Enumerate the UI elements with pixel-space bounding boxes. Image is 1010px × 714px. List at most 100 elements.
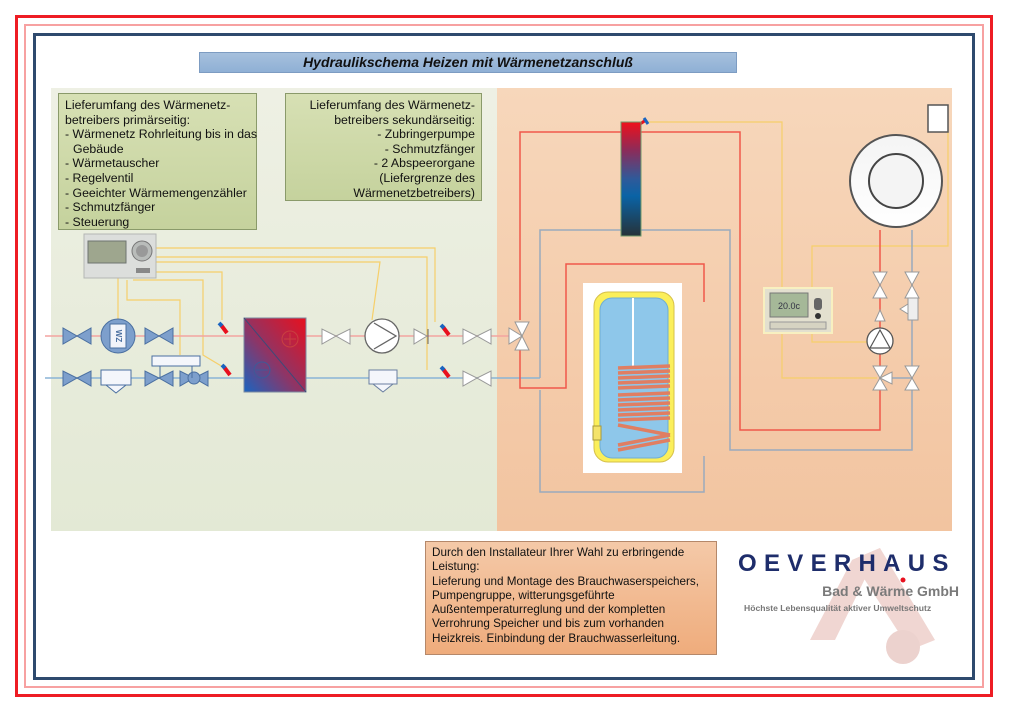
wire [133, 279, 229, 371]
logo-name: OEVERHAUS [738, 550, 956, 577]
secondary-scope-line: (Liefergrenze des [379, 170, 475, 185]
mixing-valve-icon [872, 365, 888, 379]
outer-red-frame [15, 15, 993, 697]
installer-scope-line: Außentemperaturreglung und der komplette… [432, 603, 666, 617]
outdoor-sensor-icon [927, 104, 949, 133]
district-heating-controller [83, 233, 157, 279]
primary-scope-line: Gebäude [73, 141, 124, 156]
secondary-scope-box: Lieferumfang des Wärmenetz- betreibers s… [285, 93, 482, 201]
dirt-trap-primary-icon [100, 369, 132, 386]
watermark-dot [886, 630, 920, 664]
primary-scope-box: Lieferumfang des Wärmenetz- betreibers p… [58, 93, 257, 230]
pump-group [866, 271, 920, 391]
shutoff-valve-icon [157, 327, 174, 345]
return-loop [539, 229, 913, 451]
minus-icon [253, 361, 271, 379]
primary-scope-line: - Wärmetauscher [65, 156, 160, 171]
buffer-tank-icon [620, 121, 642, 237]
shutoff-valve-icon [462, 328, 479, 345]
temperature-sensor-icon [222, 365, 232, 377]
valve-ball-icon [187, 371, 201, 385]
installer-scope-line: Verrohrung Speicher und bis zum vorhande… [432, 617, 664, 631]
controller-display [87, 240, 127, 264]
wire [155, 261, 381, 321]
weather-compensated-controller: 20.0c [763, 287, 833, 334]
shutoff-valve-icon [475, 370, 492, 387]
installer-scope-line: Heizkreis. Einbindung der Brauchwasserle… [432, 631, 681, 645]
primary-scope-line: - Geeichter Wärmemengenzähler [65, 185, 247, 200]
shutoff-valve-icon [144, 327, 161, 345]
shutoff-valve-icon [462, 370, 479, 387]
boiler-inner-ring [868, 153, 924, 209]
primary-scope-line: betreibers primärseitig: [65, 112, 191, 127]
shutoff-valve-icon [62, 327, 79, 345]
actuator-icon [151, 355, 201, 367]
temperature-sensor-icon [219, 323, 229, 335]
installer-scope-line: Lieferung und Montage des Brauchwaserspe… [432, 574, 700, 588]
temperature-sensor-icon [441, 367, 451, 379]
wire [155, 256, 428, 370]
wire [126, 280, 181, 355]
boiler-coil-supply [519, 263, 705, 389]
secondary-components [321, 318, 530, 387]
company-logo: OEVERHAUS Bad & Wärme GmbH Höchste Leben… [738, 550, 963, 613]
shutoff-valve-icon [75, 327, 92, 345]
heating-coil-icon [617, 364, 671, 452]
control-valve-icon [179, 370, 196, 387]
temperature-sensor-icon [441, 325, 451, 337]
watermark-stroke-left [810, 548, 880, 640]
boiler-return [539, 390, 705, 493]
primary-scope-line: - Regelventil [65, 170, 134, 185]
primary-components [62, 318, 209, 387]
wire [648, 121, 783, 288]
flange-icon [592, 425, 602, 441]
shutoff-valve-icon [75, 370, 92, 387]
dirt-trap-cone [104, 384, 128, 394]
secondary-scope-line: - Schmutzfänger [384, 141, 475, 156]
shutoff-valve-icon [62, 370, 79, 387]
adjust-buttons-icon [814, 298, 822, 310]
shutoff-valve-icon [334, 328, 351, 345]
control-knob-icon [815, 313, 821, 319]
control-valve-icon [192, 370, 209, 387]
feed-pump-icon [364, 318, 400, 354]
plus-icon [281, 330, 299, 348]
secondary-scope-line: - 2 Abspeerorgane [373, 156, 475, 171]
control-valve-icon [157, 370, 174, 387]
three-way-valve-icon [508, 327, 523, 345]
wire [781, 333, 877, 379]
installer-scope-line: Leistung: [432, 560, 480, 574]
circulation-pump-icon [866, 327, 894, 355]
controller-display [769, 292, 809, 318]
wire [811, 333, 868, 343]
heat-meter-plate [109, 323, 127, 349]
primary-scope-line: - Schmutzfänger [65, 200, 156, 215]
temperature-sensors [217, 117, 650, 379]
control-valve-icon [144, 370, 161, 387]
installer-scope-line: Pumpengruppe, witterungsgeführte [432, 588, 615, 602]
shutoff-valve-icon [904, 271, 920, 287]
dirt-trap-icon [907, 297, 919, 321]
secondary-scope-line: Wärmenetzbetreibers) [353, 185, 475, 200]
shutoff-valve-icon [872, 271, 888, 287]
primary-scope-line: - Steuerung [65, 214, 130, 229]
check-valve-icon [874, 308, 886, 322]
logo-tagline: Höchste Lebensqualität aktiver Umweltsch… [744, 603, 932, 613]
shutoff-valve-icon [321, 328, 338, 345]
heating-circuit-pipes [519, 131, 913, 493]
check-valve-icon [413, 328, 429, 345]
logo-subtitle: Bad & Wärme GmbH [822, 583, 959, 599]
dirt-trap-secondary-icon [368, 369, 398, 385]
page-title: Hydraulikschema Heizen mit Wärmenetzansc… [199, 52, 737, 73]
primary-scope-line: Lieferumfang des Wärmenetz- [65, 98, 231, 112]
wire [155, 247, 436, 322]
heat-meter-label: WZ [114, 330, 123, 343]
supply-loop [519, 131, 881, 431]
secondary-scope-line: Lieferumfang des Wärmenetz- [309, 98, 475, 112]
navy-frame [33, 33, 975, 680]
watermark-stroke-right [852, 548, 935, 650]
display-readout: 20.0c [778, 301, 801, 311]
secondary-scope-line: - Zubringerpumpe [377, 127, 475, 142]
